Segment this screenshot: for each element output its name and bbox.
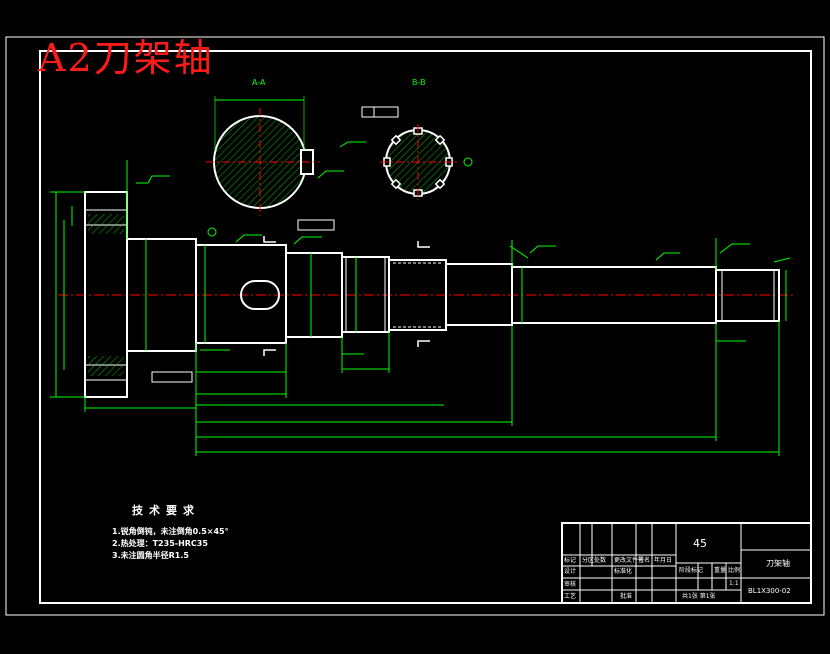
section-a-a — [206, 96, 320, 216]
tb-cell: 设计 — [564, 568, 577, 575]
tb-cell: 比例 — [728, 567, 741, 574]
tb-cell: 重量 — [714, 567, 727, 574]
tb-cell: 分区 — [582, 557, 595, 564]
tb-cell: 更改文件号 — [614, 557, 645, 564]
section-markers — [263, 236, 430, 356]
datum-b-marker — [207, 227, 217, 237]
section-b-b — [361, 106, 473, 200]
inner-frame — [39, 50, 812, 604]
tb-cell: 工艺 — [564, 593, 577, 600]
tb-cell: 审核 — [564, 581, 577, 588]
drawing-number: BL1X300-02 — [748, 587, 791, 595]
notes-heading: 技术要求 — [132, 504, 200, 517]
tb-cell: 年月日 — [654, 557, 673, 564]
note-item: 1.锐角倒钝，未注倒角0.5×45° — [112, 527, 229, 536]
material-value: 45 — [693, 537, 707, 550]
tolerance-frames — [151, 219, 335, 383]
outer-frame — [5, 36, 825, 616]
scale-value: 1:1 — [729, 580, 739, 587]
title-block-grid — [561, 522, 812, 604]
flange-hatch-top — [88, 214, 124, 234]
section-a-label: A-A — [252, 78, 266, 87]
tb-cell: 阶段标记 — [679, 567, 704, 574]
drawing-title: A2刀架轴 — [38, 36, 214, 80]
tb-cell: 标记 — [564, 557, 577, 564]
flange-hatch-bottom — [88, 356, 124, 376]
spline-hidden-lines — [393, 262, 442, 328]
sheet-info: 共1张 第1张 — [682, 593, 716, 600]
tb-cell: 标准化 — [614, 568, 633, 575]
tb-cell: 处数 — [594, 557, 607, 564]
tb-cell: 批准 — [620, 593, 633, 600]
part-name: 刀架轴 — [766, 559, 790, 568]
shaft-outline — [84, 191, 780, 398]
tb-cell: 签名 — [638, 557, 651, 564]
dimension-lines — [50, 141, 791, 456]
note-item: 3.未注圆角半径R1.5 — [112, 551, 189, 560]
note-item: 2.热处理：T235-HRC35 — [112, 539, 208, 548]
section-b-label: B-B — [412, 78, 426, 87]
